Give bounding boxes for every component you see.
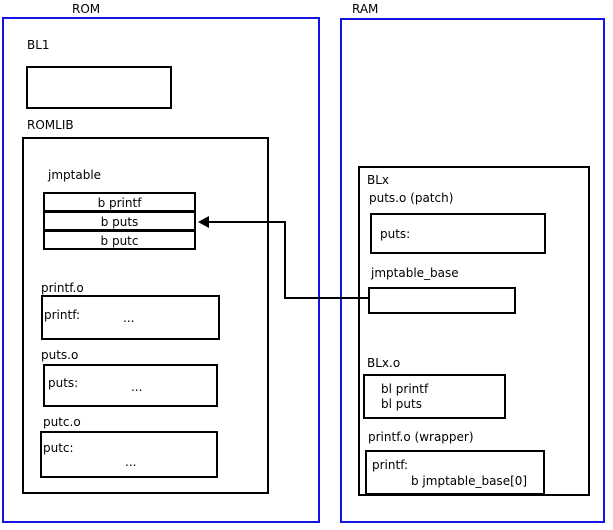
puts-patch-label: puts.o (patch) <box>369 191 454 205</box>
printf-wrapper-symbol: printf: <box>372 458 409 472</box>
blx-label: BLx <box>367 173 390 187</box>
blx-o-line-2: bl puts <box>381 397 422 411</box>
printf-o-symbol: printf: <box>44 308 81 322</box>
puts-patch-symbol: puts: <box>380 227 411 241</box>
puts-patch-box <box>370 213 546 254</box>
printf-o-body: ... <box>123 311 135 325</box>
romlib-label: ROMLIB <box>27 118 74 132</box>
jmptable-label: jmptable <box>48 168 102 182</box>
puts-o-body: ... <box>131 380 143 394</box>
blx-box <box>358 166 590 496</box>
printf-o-box <box>41 295 220 340</box>
connector-arrowhead-icon <box>198 216 209 228</box>
ram-region-label: RAM <box>352 2 379 16</box>
blx-o-box <box>363 374 506 419</box>
ram-region <box>340 18 605 523</box>
putc-o-label: putc.o <box>43 415 81 429</box>
puts-o-symbol: puts: <box>48 376 79 390</box>
connector-segment-horizontal-lower <box>284 297 370 299</box>
printf-o-label: printf.o <box>41 281 84 295</box>
blx-o-label: BLx.o <box>367 356 401 370</box>
jmptable-entry-1: b puts <box>43 211 196 231</box>
bl1-box <box>26 66 172 109</box>
putc-o-symbol: putc: <box>43 441 74 455</box>
jmptable-base-label: jmptable_base <box>371 266 459 280</box>
romlib-box <box>22 137 269 494</box>
rom-region-label: ROM <box>72 2 101 16</box>
printf-wrapper-box <box>365 450 545 495</box>
connector-segment-vertical <box>284 221 286 299</box>
putc-o-box <box>40 431 218 478</box>
putc-o-body: ... <box>125 455 137 469</box>
connector-segment-horizontal-upper <box>208 221 286 223</box>
jmptable-entry-2: b putc <box>43 230 196 250</box>
printf-wrapper-label: printf.o (wrapper) <box>368 430 474 444</box>
jmptable-base-box <box>368 287 516 314</box>
bl1-label: BL1 <box>27 38 50 52</box>
rom-region <box>2 17 320 523</box>
puts-o-label: puts.o <box>41 348 79 362</box>
blx-o-line-1: bl printf <box>381 382 429 396</box>
jmptable-entry-0: b printf <box>43 192 196 212</box>
printf-wrapper-instruction: b jmptable_base[0] <box>411 474 528 488</box>
puts-o-box <box>43 364 218 407</box>
